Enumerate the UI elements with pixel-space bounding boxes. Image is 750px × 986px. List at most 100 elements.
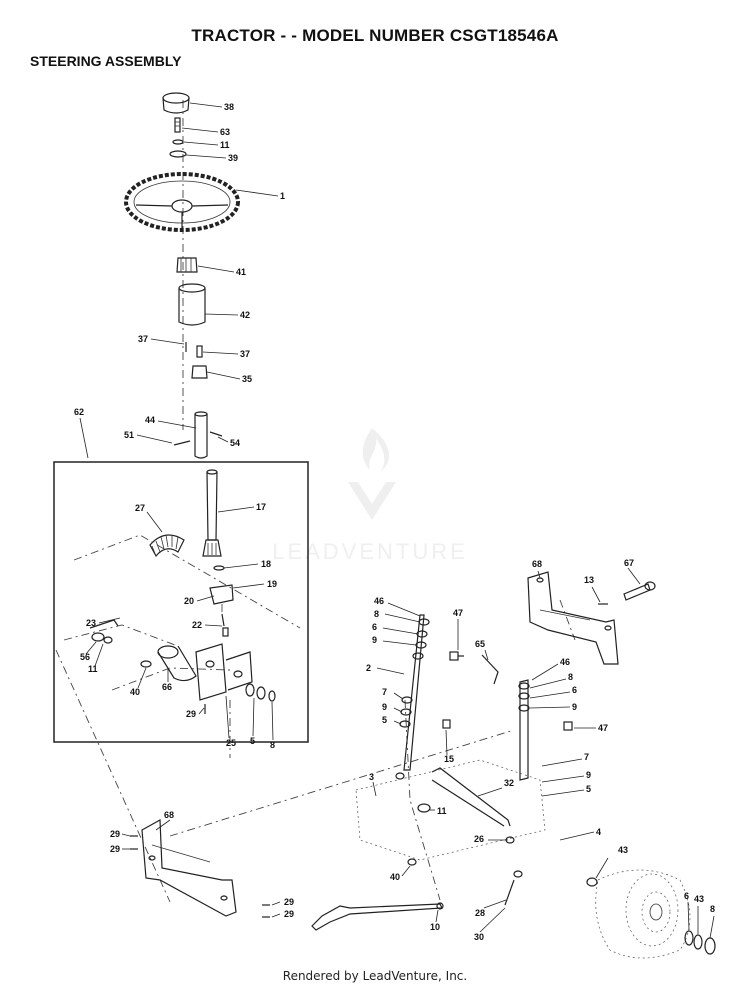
part-callout-56[interactable]: 56: [80, 652, 90, 662]
callout-leader-line: [559, 831, 595, 841]
sector-gear-icon: [149, 534, 185, 558]
part-callout-32[interactable]: 32: [504, 778, 514, 788]
part-callout-66[interactable]: 66: [162, 682, 172, 692]
part-callout-29[interactable]: 29: [110, 829, 120, 839]
pin-icon: [173, 440, 191, 446]
callout-leader-line: [185, 154, 227, 159]
callout-leader-line: [252, 697, 255, 737]
part-callout-9[interactable]: 9: [572, 702, 577, 712]
part-callout-8[interactable]: 8: [568, 672, 573, 682]
part-callout-30[interactable]: 30: [474, 932, 484, 942]
part-callout-25[interactable]: 25: [226, 738, 236, 748]
part-callout-37[interactable]: 37: [240, 349, 250, 359]
watermark-text: LEADVENTURE: [272, 539, 468, 564]
part-callout-9[interactable]: 9: [382, 702, 387, 712]
part-callout-46[interactable]: 46: [560, 657, 570, 667]
part-callout-43[interactable]: 43: [618, 845, 628, 855]
part-callout-3[interactable]: 3: [369, 772, 374, 782]
assembly-line: [63, 624, 176, 646]
part-callout-68[interactable]: 68: [532, 559, 542, 569]
tie-rod-icon: [311, 902, 444, 931]
part-callout-28[interactable]: 28: [475, 908, 485, 918]
part-callout-11[interactable]: 11: [220, 140, 230, 150]
callout-leader-line: [204, 624, 223, 627]
part-callout-63[interactable]: 63: [220, 127, 230, 137]
part-callout-17[interactable]: 17: [256, 502, 266, 512]
part-callout-6[interactable]: 6: [572, 685, 577, 695]
part-callout-1[interactable]: 1: [280, 191, 285, 201]
callout-leader-line: [529, 706, 571, 709]
part-callout-29[interactable]: 29: [110, 844, 120, 854]
spacer-tube-icon: [157, 645, 197, 682]
part-callout-47[interactable]: 47: [598, 723, 608, 733]
part-callout-38[interactable]: 38: [224, 102, 234, 112]
part-callout-40[interactable]: 40: [390, 872, 400, 882]
part-callout-35[interactable]: 35: [242, 374, 252, 384]
part-callout-68[interactable]: 68: [164, 810, 174, 820]
part-callout-9[interactable]: 9: [372, 635, 377, 645]
part-callout-2[interactable]: 2: [366, 663, 371, 673]
part-callout-47[interactable]: 47: [453, 608, 463, 618]
part-callout-5[interactable]: 5: [586, 784, 591, 794]
left-mounting-bracket-icon: [141, 819, 237, 917]
part-callout-15[interactable]: 15: [444, 754, 454, 764]
part-callout-7[interactable]: 7: [382, 687, 387, 697]
callout-leader-line: [225, 695, 230, 739]
steering-shaft-icon: [194, 411, 208, 459]
part-callout-41[interactable]: 41: [236, 267, 246, 277]
part-callout-29[interactable]: 29: [284, 909, 294, 919]
callout-leader-line: [387, 602, 421, 617]
part-callout-54[interactable]: 54: [230, 438, 240, 448]
washer-icon: [213, 565, 225, 571]
part-callout-39[interactable]: 39: [228, 153, 238, 163]
part-callout-44[interactable]: 44: [145, 415, 155, 425]
part-callout-62[interactable]: 62: [74, 407, 84, 417]
part-callout-11[interactable]: 11: [88, 664, 98, 674]
part-callout-65[interactable]: 65: [475, 639, 485, 649]
callout-leader-line: [271, 913, 281, 918]
callout-leader-line: [529, 678, 567, 689]
part-callout-13[interactable]: 13: [584, 575, 594, 585]
part-callout-26[interactable]: 26: [474, 834, 484, 844]
part-callout-8[interactable]: 8: [710, 904, 715, 914]
part-callout-40[interactable]: 40: [130, 687, 140, 697]
part-callout-7[interactable]: 7: [584, 752, 589, 762]
callout-leader-line: [401, 865, 411, 877]
part-callout-46[interactable]: 46: [374, 596, 384, 606]
part-callout-43[interactable]: 43: [694, 894, 704, 904]
part-callout-6[interactable]: 6: [684, 891, 689, 901]
part-callout-6[interactable]: 6: [372, 622, 377, 632]
part-callout-8[interactable]: 8: [374, 609, 379, 619]
part-callout-27[interactable]: 27: [135, 503, 145, 513]
callout-leader-line: [393, 720, 402, 725]
part-callout-42[interactable]: 42: [240, 310, 250, 320]
part-callout-4[interactable]: 4: [596, 827, 601, 837]
part-callout-29[interactable]: 29: [186, 709, 196, 719]
steering-adapter-icon: [176, 257, 198, 273]
part-callout-20[interactable]: 20: [184, 596, 194, 606]
part-callout-37[interactable]: 37: [138, 334, 148, 344]
part-callout-9[interactable]: 9: [586, 770, 591, 780]
callout-leader-line: [197, 265, 235, 273]
part-callout-5[interactable]: 5: [250, 736, 255, 746]
part-callout-19[interactable]: 19: [267, 579, 277, 589]
part-callout-51[interactable]: 51: [124, 430, 134, 440]
washer-icon: [169, 150, 187, 158]
bushing-icon: [140, 660, 152, 668]
part-callout-18[interactable]: 18: [261, 559, 271, 569]
callout-leader-line: [235, 189, 279, 197]
part-callout-5[interactable]: 5: [382, 715, 387, 725]
part-callout-10[interactable]: 10: [430, 922, 440, 932]
callout-leader-line: [189, 102, 223, 108]
assembly-line: [404, 699, 441, 901]
part-callout-8[interactable]: 8: [270, 740, 275, 750]
part-callout-22[interactable]: 22: [192, 620, 202, 630]
callout-leader-line: [183, 141, 219, 146]
support-bracket-icon: [195, 643, 253, 701]
part-callout-11[interactable]: 11: [437, 806, 447, 816]
callout-leader-line: [595, 857, 609, 879]
part-callout-23[interactable]: 23: [86, 618, 96, 628]
part-callout-67[interactable]: 67: [624, 558, 634, 568]
part-callout-29[interactable]: 29: [284, 897, 294, 907]
callout-leader-line: [232, 583, 265, 589]
